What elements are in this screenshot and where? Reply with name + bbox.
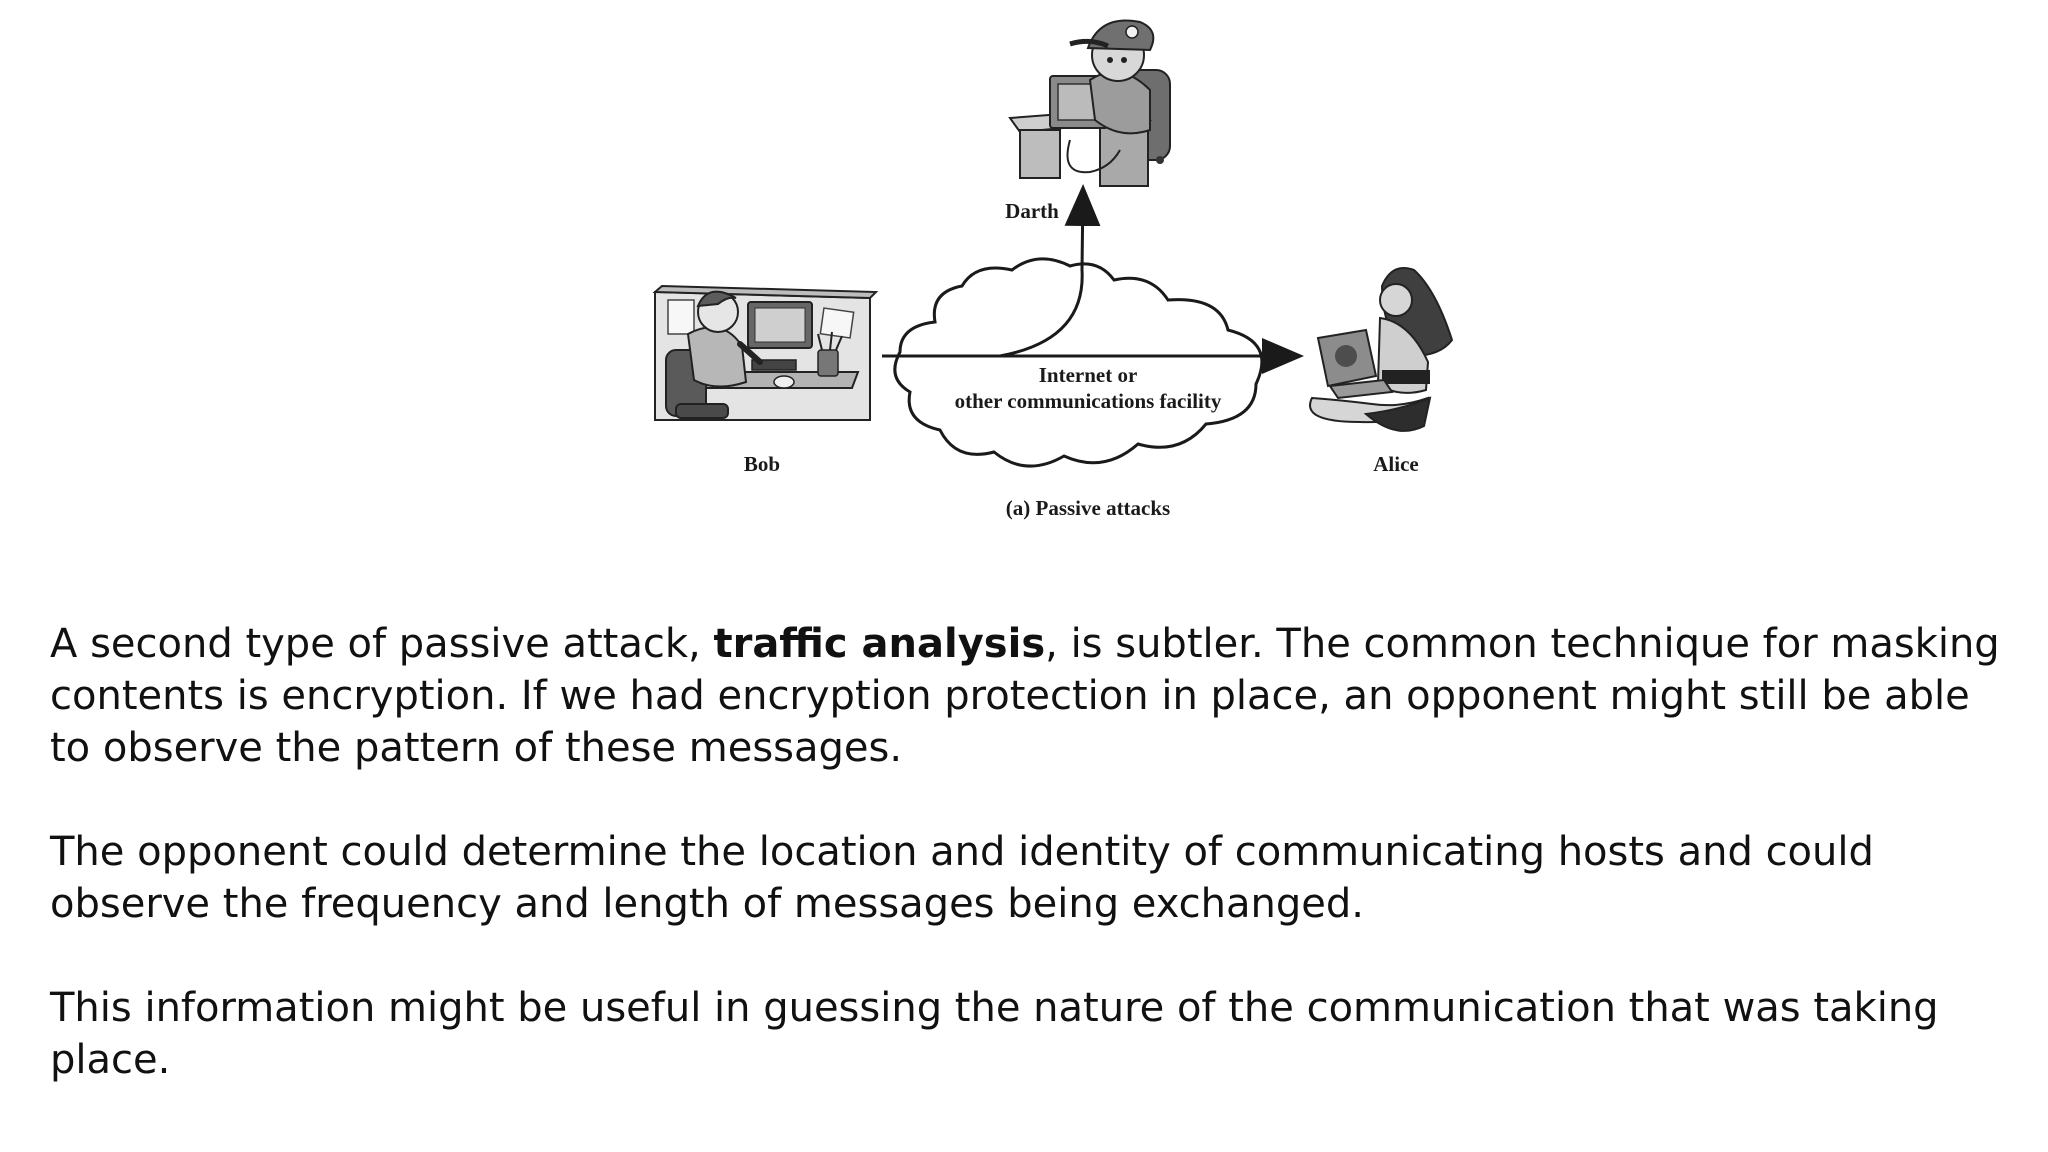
darth-label: Darth (1005, 199, 1059, 223)
cloud-label-line1: Internet or (1039, 363, 1138, 387)
internet-cloud (893, 257, 1264, 468)
darth-eavesdrop-arrow (999, 184, 1101, 358)
alice-label: Alice (1373, 452, 1418, 476)
bob-illustration (652, 284, 879, 421)
traffic-analysis-term: traffic analysis (713, 621, 1046, 667)
body-text: A second type of passive attack, traffic… (50, 618, 2010, 1138)
alice-illustration (1309, 267, 1454, 432)
paragraph-traffic-analysis: A second type of passive attack, traffic… (50, 618, 2010, 774)
figure-caption: (a) Passive attacks (1006, 496, 1170, 520)
cloud-label-line2: other communications facility (955, 389, 1222, 413)
paragraph-opponent: The opponent could determine the locatio… (50, 829, 1874, 927)
passive-attack-diagram: Darth Bob (652, 19, 1454, 520)
paragraph-usefulness: This information might be useful in gues… (50, 985, 1939, 1083)
darth-illustration (1008, 19, 1171, 187)
p1-text-before: A second type of passive attack, (50, 621, 714, 667)
p1-text-after: , is subtler. The common technique for m… (50, 621, 2000, 771)
bob-label: Bob (744, 452, 780, 476)
